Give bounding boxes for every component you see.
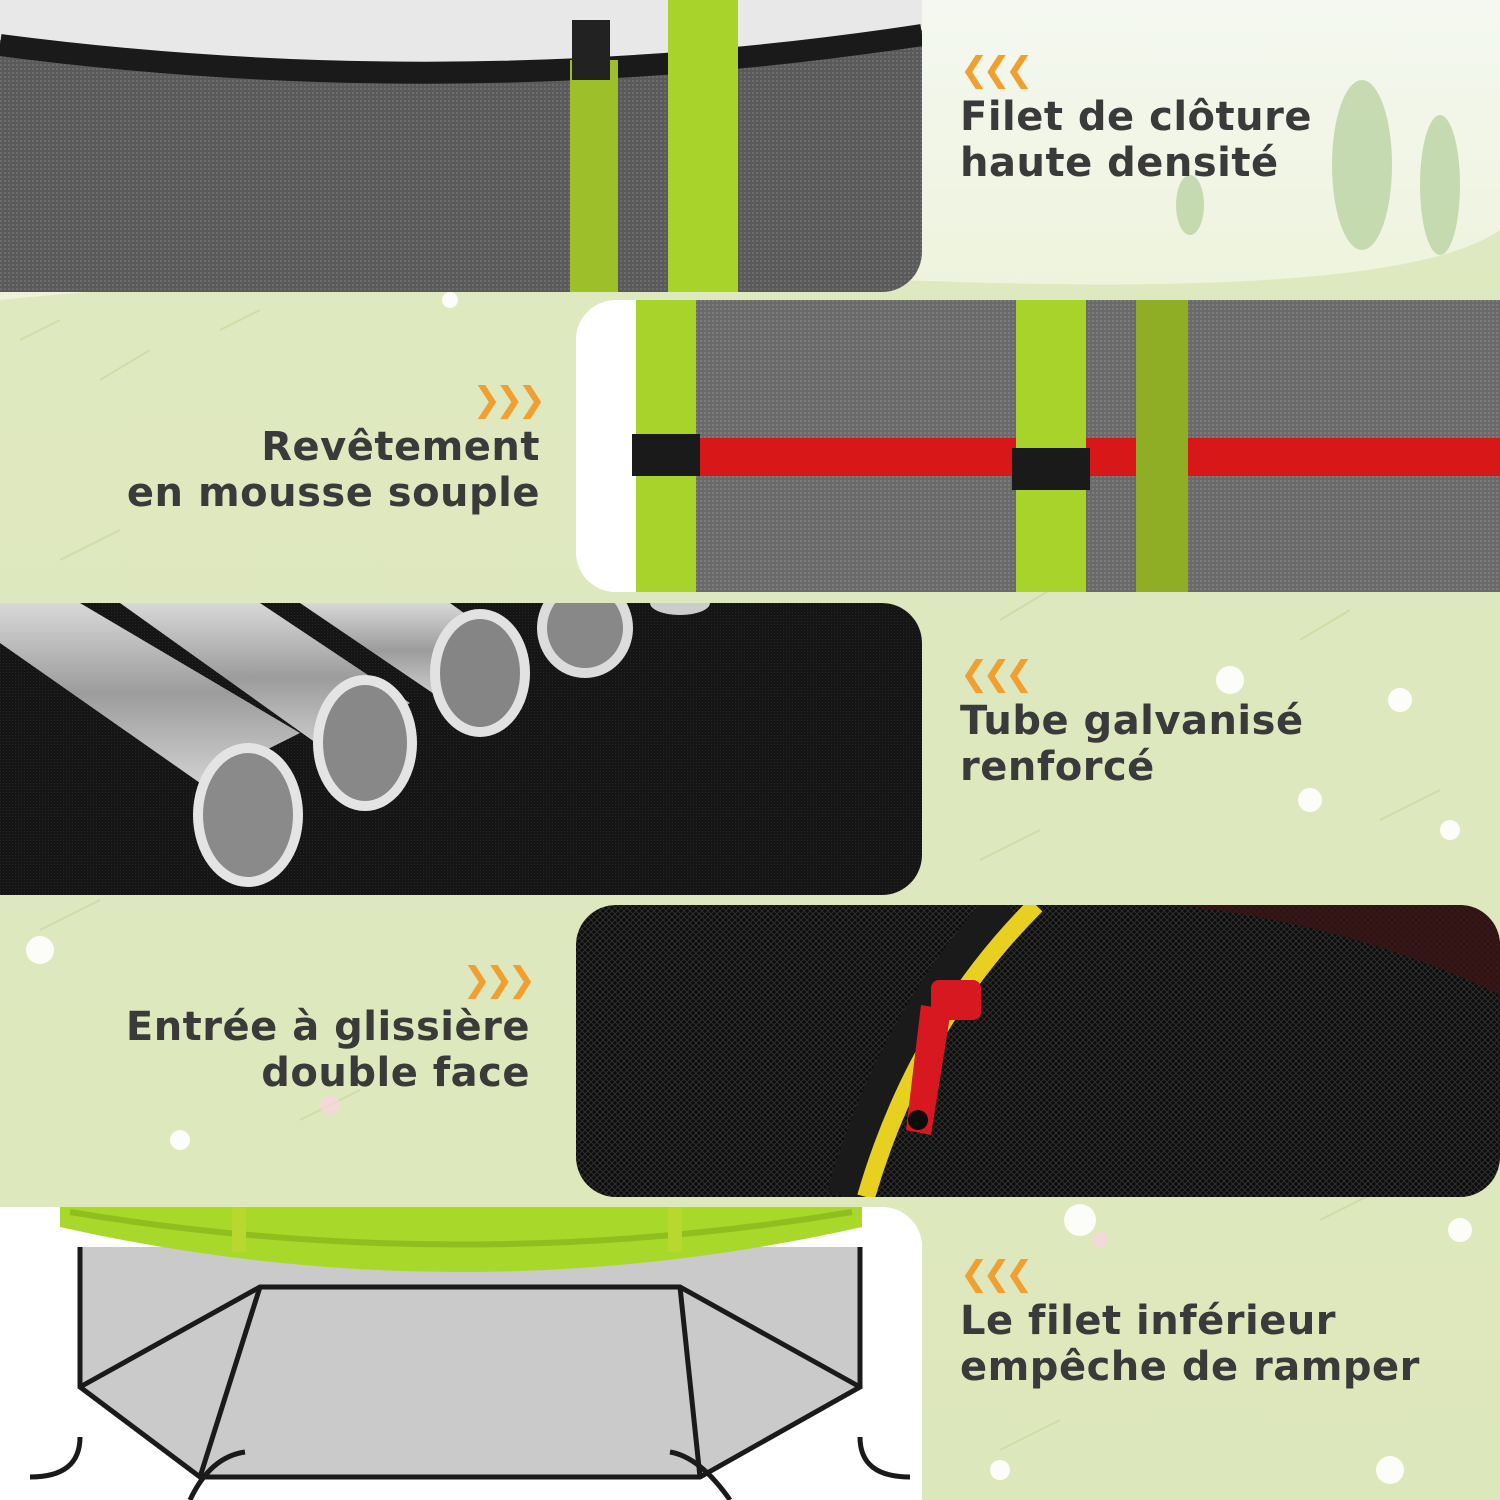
feature-tube-text: ❮❮❮ Tube galvanisé renforcé [960,656,1304,790]
zipper-photo [576,905,1500,1197]
chevron-right-arrows-icon: ❯❯❯ [472,380,546,420]
bottom-net-photo [0,1207,922,1500]
feature-foam-line-2: en mousse souple [126,470,540,516]
foam-cover-photo-panel [576,300,1500,592]
feature-zip-text: ❯❯❯ Entrée à glissière double face [125,960,536,1096]
feature-foam-text: ❯❯❯ Revêtement en mousse souple [126,380,546,516]
chevron-left-arrows-icon: ❮❮❮ [960,1254,1033,1294]
chevron-left-arrows-icon: ❮❮❮ [960,654,1033,694]
feature-net-text: ❮❮❮ Filet de clôture haute densité [960,52,1312,186]
foam-cover-photo [576,300,1500,592]
feature-net-line-1: Filet de clôture [960,94,1312,140]
net-photo [0,0,922,292]
feature-tube-line-2: renforcé [960,744,1155,790]
tube-photo-panel [0,603,922,895]
feature-foam-line-1: Revêtement [261,424,540,470]
feature-net-line-2: haute densité [960,140,1279,186]
zipper-photo-panel [576,905,1500,1197]
tube-photo [0,603,922,895]
net-photo-panel [0,0,922,292]
feature-bottom-line-1: Le filet inférieur [960,1298,1337,1344]
bottom-net-photo-panel [0,1207,922,1500]
feature-bottom-line-2: empêche de ramper [960,1344,1420,1390]
chevron-left-arrows-icon: ❮❮❮ [960,50,1033,90]
chevron-right-arrows-icon: ❯❯❯ [462,960,536,1000]
feature-bottom-text: ❮❮❮ Le filet inférieur empêche de ramper [960,1256,1420,1390]
feature-zip-line-2: double face [261,1050,530,1096]
feature-zip-line-1: Entrée à glissière [125,1004,530,1050]
feature-tube-line-1: Tube galvanisé [960,698,1304,744]
